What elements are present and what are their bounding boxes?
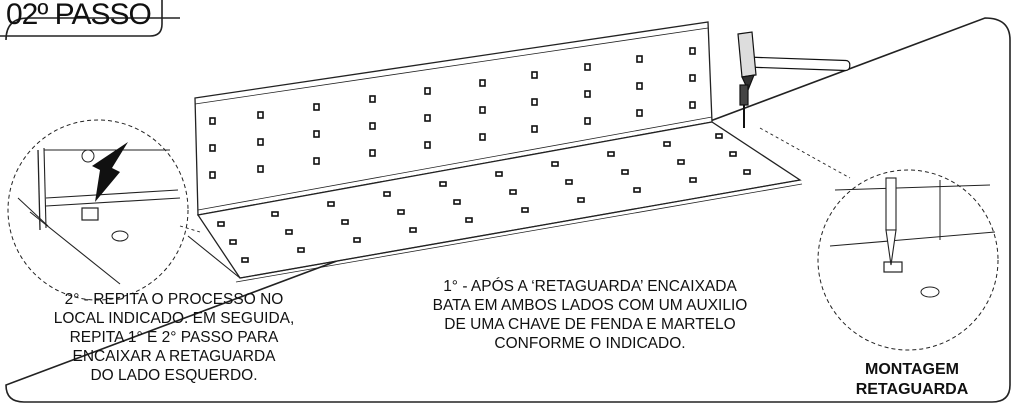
tray-slots <box>217 133 751 263</box>
detail-label-line2: RETAGUARDA <box>855 381 969 398</box>
back-panel-slots <box>209 47 696 179</box>
left-instruction-line: DO LADO ESQUERDO. <box>90 367 258 384</box>
right-detail-view <box>817 169 999 351</box>
detail-label: MONTAGEM RETAGUARDA <box>842 360 982 400</box>
left-instruction-line: ENCAIXAR A RETAGUARDA <box>72 348 276 365</box>
center-instruction-line: CONFORME O INDICADO. <box>494 335 686 352</box>
hammer-icon <box>737 31 851 92</box>
detail-label-line1: MONTAGEM <box>865 361 959 378</box>
indicator-arrow-icon <box>92 142 128 202</box>
center-instruction-line: 1° - APÓS A ‘RETAGUARDA’ ENCAIXADA <box>443 278 737 295</box>
title-box <box>0 0 163 37</box>
left-detail-view <box>7 119 189 301</box>
step-title: 02º PASSO <box>6 0 152 31</box>
center-instruction-line: BATA EM AMBOS LADOS COM UM AUXILIO <box>432 297 748 314</box>
left-instruction-line: REPITA 1° E 2° PASSO PARA <box>69 329 279 346</box>
center-instruction: 1° - APÓS A ‘RETAGUARDA’ ENCAIXADA BATA … <box>380 277 800 353</box>
screwdriver-icon <box>739 84 749 128</box>
left-instruction-line: LOCAL INDICADO. EM SEGUIDA, <box>53 310 295 327</box>
center-instruction-line: DE UMA CHAVE DE FENDA E MARTELO <box>444 316 736 333</box>
left-instruction-line: 2° - REPITA O PROCESSO NO <box>64 291 284 308</box>
left-instruction: 2° - REPITA O PROCESSO NO LOCAL INDICADO… <box>14 290 334 385</box>
